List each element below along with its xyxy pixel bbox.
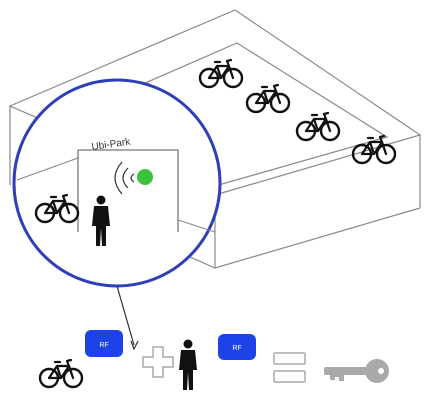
rf-tag-icon: RF (218, 334, 256, 360)
access-equation: RF RF (38, 330, 389, 390)
plus-icon (142, 346, 174, 378)
rf-tag-person-badge (218, 334, 256, 360)
bicycle-icon (351, 134, 397, 165)
bicycle-icon (245, 83, 291, 114)
key-icon (324, 359, 389, 383)
rf-tag-person-label: RF (232, 345, 241, 352)
rf-tag-icon: RF (85, 330, 123, 357)
bicycle-icon (198, 58, 244, 89)
bicycle-icon (38, 358, 84, 389)
bicycle-icon (295, 111, 341, 142)
gate-zoom-circle: Ubi-Park (12, 78, 222, 288)
signal-waves-icon (114, 161, 135, 195)
gate-frame (77, 149, 179, 232)
pointer-line (116, 285, 135, 346)
zoom-circle-outline (12, 78, 222, 288)
rf-tag-bike-label: RF (99, 342, 108, 349)
equals-icon (273, 352, 306, 383)
gate-wall-lines (16, 157, 216, 233)
reader-indicator-light (137, 169, 153, 185)
rf-tag-bike-badge (85, 330, 123, 357)
ubi-park-sign: Ubi-Park (91, 137, 132, 153)
pointer-arrowhead (130, 340, 139, 351)
person-icon (179, 339, 197, 390)
